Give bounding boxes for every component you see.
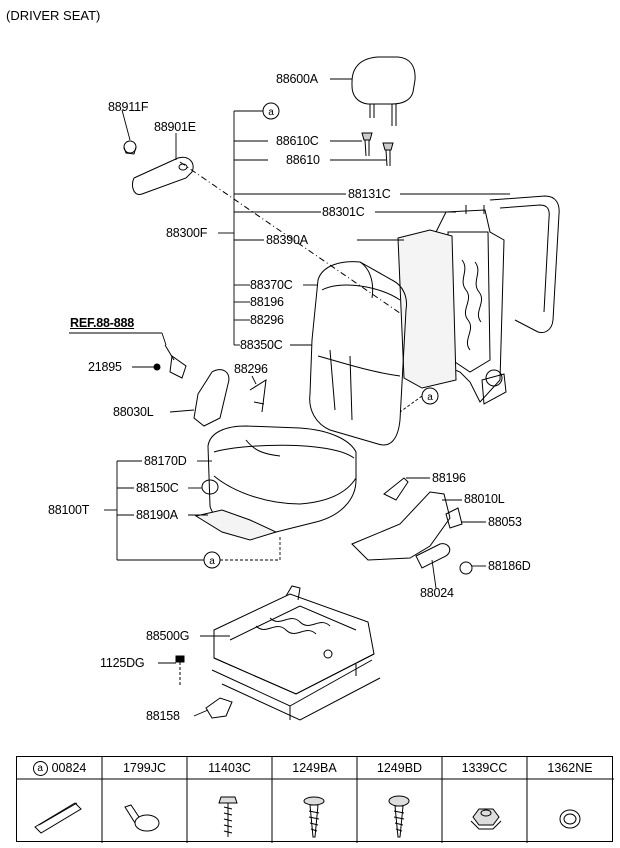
label-88010L: 88010L	[464, 492, 505, 506]
label-88150C: 88150C	[136, 481, 179, 495]
label-88296: 88296	[250, 313, 284, 327]
lever-handle-icon	[415, 543, 451, 569]
label-88170D: 88170D	[144, 454, 187, 468]
label-88100T: 88100T	[48, 503, 90, 517]
table-header: 1799JC	[122, 761, 167, 775]
trim-cover-icon	[205, 697, 233, 719]
label-88131C: 88131C	[348, 187, 391, 201]
label-88158: 88158	[146, 709, 180, 723]
callout-a: a	[268, 107, 274, 118]
label-88030L: 88030L	[113, 405, 154, 419]
label-88350C: 88350C	[240, 338, 283, 352]
label-88901E: 88901E	[154, 120, 196, 134]
bolt-icon	[175, 655, 185, 686]
label-21895: 21895	[88, 360, 122, 374]
wire-clip-icon	[249, 379, 267, 413]
label-88024: 88024	[420, 586, 454, 600]
table-header: 1362NE	[547, 761, 593, 775]
label-88196: 88196	[250, 295, 284, 309]
label-88370C: 88370C	[250, 278, 293, 292]
label-88296: 88296	[234, 362, 268, 376]
seat-track-icon	[211, 585, 381, 721]
fastener-icon	[153, 344, 187, 379]
label-88610: 88610	[286, 153, 320, 167]
round-screw-icon	[388, 795, 410, 838]
switch-knob-icon	[445, 507, 463, 529]
tapping-screw-icon	[303, 796, 325, 838]
ref-label[interactable]: REF.88-888	[70, 316, 135, 330]
label-88300F: 88300F	[166, 226, 208, 240]
label-88500G: 88500G	[146, 629, 190, 643]
callout-a: a	[32, 761, 48, 776]
headrest-icon	[351, 56, 416, 126]
table-icons	[34, 795, 581, 838]
label-88610C: 88610C	[276, 134, 319, 148]
recliner-knob-icon	[123, 140, 137, 155]
callout-a: a	[209, 556, 215, 567]
label-88301C: 88301C	[322, 205, 365, 219]
seat-pad-icon	[194, 509, 278, 541]
cable-tie-icon	[124, 804, 160, 832]
seatback-cushion-icon	[309, 261, 407, 446]
label-88053: 88053	[488, 515, 522, 529]
hex-bolt-icon	[218, 796, 238, 837]
label-88390A: 88390A	[266, 233, 308, 247]
pipe-clip-icon	[34, 802, 82, 834]
back-pad-icon	[397, 229, 457, 389]
diagram-title: (DRIVER SEAT)	[6, 8, 101, 23]
table-header: 1339CC	[461, 761, 508, 775]
label-88186D: 88186D	[488, 559, 531, 573]
label-88190A: 88190A	[136, 508, 178, 522]
clip-icon	[383, 477, 409, 501]
table-header: 1249BA	[292, 761, 337, 775]
table-grid	[17, 757, 614, 843]
ring-clip-icon	[559, 809, 581, 829]
callout-a: a	[427, 392, 433, 403]
table-header: 11403C	[208, 761, 251, 775]
recliner-lever-icon	[131, 156, 194, 195]
seat-side-shield-icon	[351, 491, 451, 561]
table-header: 1249BD	[376, 761, 423, 775]
label-88196: 88196	[432, 471, 466, 485]
label-88600A: 88600A	[276, 72, 318, 86]
label-88911F: 88911F	[108, 100, 149, 114]
back-side-trim-icon	[193, 369, 230, 427]
cap-icon	[459, 561, 473, 575]
hex-nut-icon	[470, 808, 502, 830]
label-1125DG: 1125DG	[100, 656, 145, 670]
header-text: 00824	[51, 761, 87, 775]
headrest-guide-icon	[361, 132, 394, 167]
